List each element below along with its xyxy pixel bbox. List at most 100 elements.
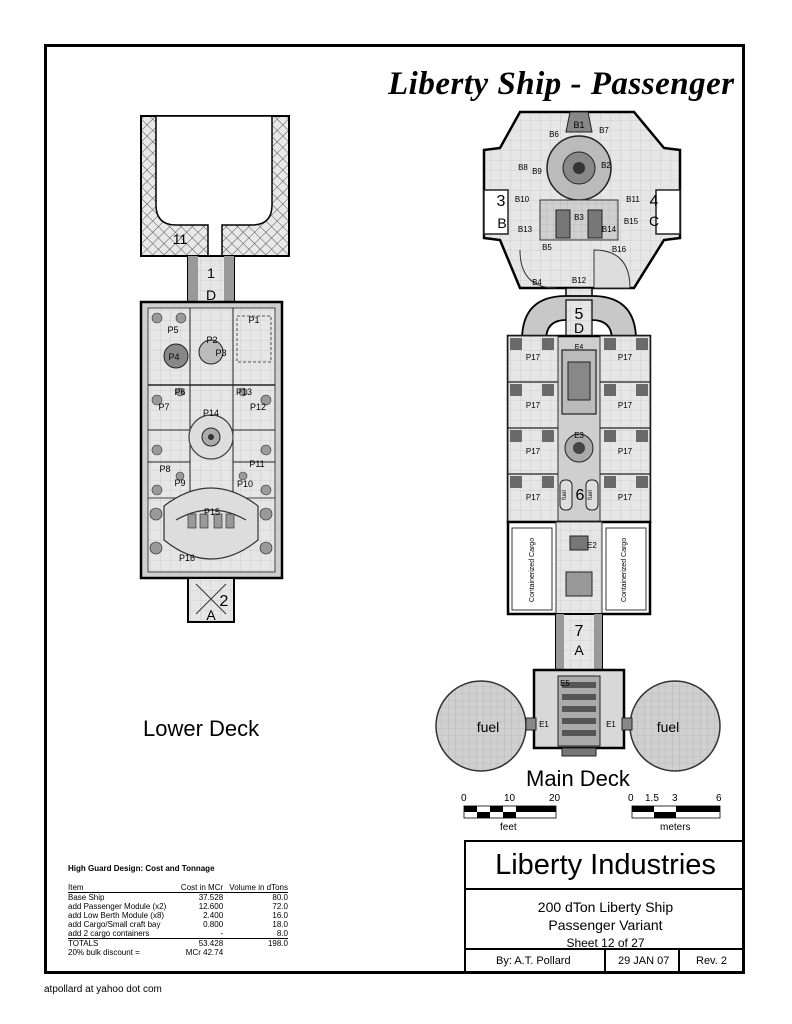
cost-table-heading: High Guard Design: Cost and Tonnage — [68, 864, 215, 873]
room-label: P17 — [618, 493, 633, 502]
room-label: P4 — [168, 352, 179, 362]
drawing-description: 200 dTon Liberty Ship Passenger Variant … — [466, 890, 745, 950]
room-label: D — [574, 320, 584, 336]
row-cost: - — [220, 929, 224, 938]
company-name: Liberty Industries — [466, 842, 745, 890]
room-label: fuel — [588, 490, 594, 500]
room-label: B15 — [624, 217, 639, 226]
room-label: 4 — [650, 193, 659, 210]
room-label: A — [574, 642, 584, 658]
row-cost: 0.800 — [203, 920, 224, 929]
room-label: E5 — [560, 679, 570, 688]
room-label: P9 — [174, 478, 185, 488]
room-label: P13 — [236, 387, 252, 397]
room-label: P1 — [248, 315, 259, 325]
title-block-footer: By: A.T. Pollard 29 JAN 07 Rev. 2 — [466, 950, 745, 974]
room-label: E4 — [575, 344, 584, 351]
room-label: P10 — [237, 479, 253, 489]
scale-bars — [463, 805, 721, 819]
row-item: 20% bulk discount = — [68, 948, 140, 957]
sheet-number: Sheet 12 of 27 — [566, 936, 645, 950]
room-label: B5 — [542, 243, 552, 252]
room-label: 6 — [576, 487, 585, 504]
row-item: Base Ship — [68, 893, 105, 902]
room-label: Containerized Cargo — [529, 538, 536, 602]
room-label: P11 — [249, 459, 264, 469]
col-item: Item — [68, 883, 84, 892]
title-block: Liberty Industries 200 dTon Liberty Ship… — [464, 840, 745, 974]
room-label: P16 — [179, 553, 195, 563]
feet-tick-0: 0 — [461, 793, 467, 804]
lower-deck-label: Lower Deck — [143, 716, 260, 741]
room-label: B1 — [573, 120, 584, 130]
room-label: 11 — [173, 231, 188, 247]
table-row: Base Ship 37.528 80.0 — [68, 893, 288, 903]
room-label: P17 — [618, 353, 633, 362]
lower-deck-plan — [139, 115, 290, 623]
meter-tick-1-5: 1.5 — [645, 793, 659, 804]
room-label: P17 — [526, 493, 541, 502]
table-row: add Cargo/Small craft bay 0.800 18.0 — [68, 920, 288, 929]
room-label: E3 — [574, 431, 584, 440]
meter-unit: meters — [660, 822, 691, 833]
room-label: P8 — [159, 464, 170, 474]
room-label: P17 — [618, 401, 633, 410]
room-label: fuel — [562, 490, 568, 500]
row-volume: 80.0 — [272, 893, 288, 902]
row-volume: 72.0 — [272, 902, 288, 911]
room-label: P6 — [174, 387, 185, 397]
room-label: 5 — [575, 306, 584, 323]
room-label: A — [206, 607, 216, 623]
room-label: B6 — [549, 130, 559, 139]
room-label: P7 — [158, 402, 169, 412]
room-label: B10 — [515, 195, 530, 204]
author: By: A.T. Pollard — [496, 955, 571, 967]
feet-tick-10: 10 — [504, 793, 516, 804]
feet-scale — [463, 805, 557, 819]
row-volume: 18.0 — [272, 920, 288, 929]
row-cost: 53.428 — [198, 939, 224, 948]
room-label: E1 — [539, 720, 549, 729]
room-label: B13 — [518, 225, 533, 234]
room-label: B2 — [601, 161, 611, 170]
table-row: add 2 cargo containers-8.0 — [68, 929, 288, 939]
desc-line-2: Passenger Variant — [548, 917, 663, 933]
drawing-frame — [44, 44, 745, 974]
feet-tick-20: 20 — [549, 793, 561, 804]
room-label: 3 — [497, 193, 506, 210]
room-label: P12 — [250, 402, 266, 412]
feet-unit: feet — [500, 822, 517, 833]
room-label: B3 — [574, 213, 584, 222]
row-cost: 37.528 — [198, 893, 224, 902]
room-label: 7 — [575, 623, 584, 640]
room-label: B8 — [518, 163, 528, 172]
room-label: B — [497, 215, 506, 231]
row-volume: 8.0 — [276, 929, 288, 938]
room-label: 2 — [220, 593, 229, 610]
room-label: P15 — [204, 507, 220, 517]
meter-scale — [631, 805, 721, 819]
room-label: P14 — [203, 408, 219, 418]
row-item: add Passenger Module (x2) — [68, 902, 167, 911]
room-label: P17 — [526, 401, 541, 410]
room-label: B12 — [572, 276, 587, 285]
room-label: B9 — [532, 167, 542, 176]
room-label: B7 — [599, 126, 609, 135]
room-label: B14 — [602, 225, 617, 234]
row-item: TOTALS — [68, 939, 99, 948]
desc-line-1: 200 dTon Liberty Ship — [537, 899, 674, 915]
meter-tick-3: 3 — [672, 793, 678, 804]
drawing-date: 29 JAN 07 — [618, 955, 670, 967]
row-item: add Cargo/Small craft bay — [68, 920, 161, 929]
cost-tonnage-table: High Guard Design: Cost and Tonnage Item… — [68, 864, 288, 957]
room-label: 1 — [207, 265, 215, 281]
row-cost: 2.400 — [203, 911, 224, 920]
col-cost: Cost in MCr — [180, 883, 224, 892]
main-deck-label: Main Deck — [526, 766, 630, 791]
room-label: B11 — [626, 195, 640, 204]
